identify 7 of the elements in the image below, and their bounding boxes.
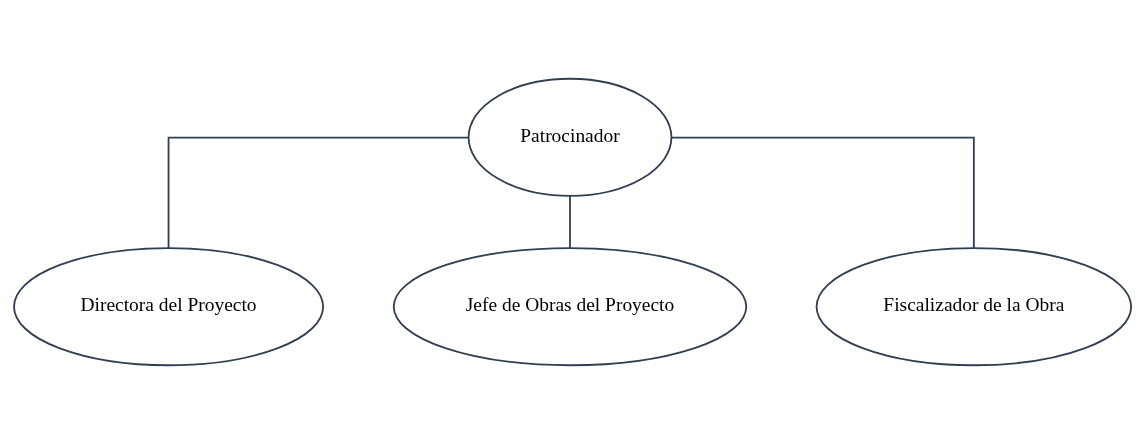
node-ellipse: Fiscalizador de la Obra xyxy=(815,247,1133,367)
node-ellipse: Patrocinador xyxy=(467,77,673,197)
node-ellipse: Jefe de Obras del Proyecto xyxy=(392,247,748,367)
connector xyxy=(569,195,571,249)
node-ellipse: Directora del Proyecto xyxy=(13,247,325,367)
connector xyxy=(671,136,975,249)
connector xyxy=(167,136,470,249)
